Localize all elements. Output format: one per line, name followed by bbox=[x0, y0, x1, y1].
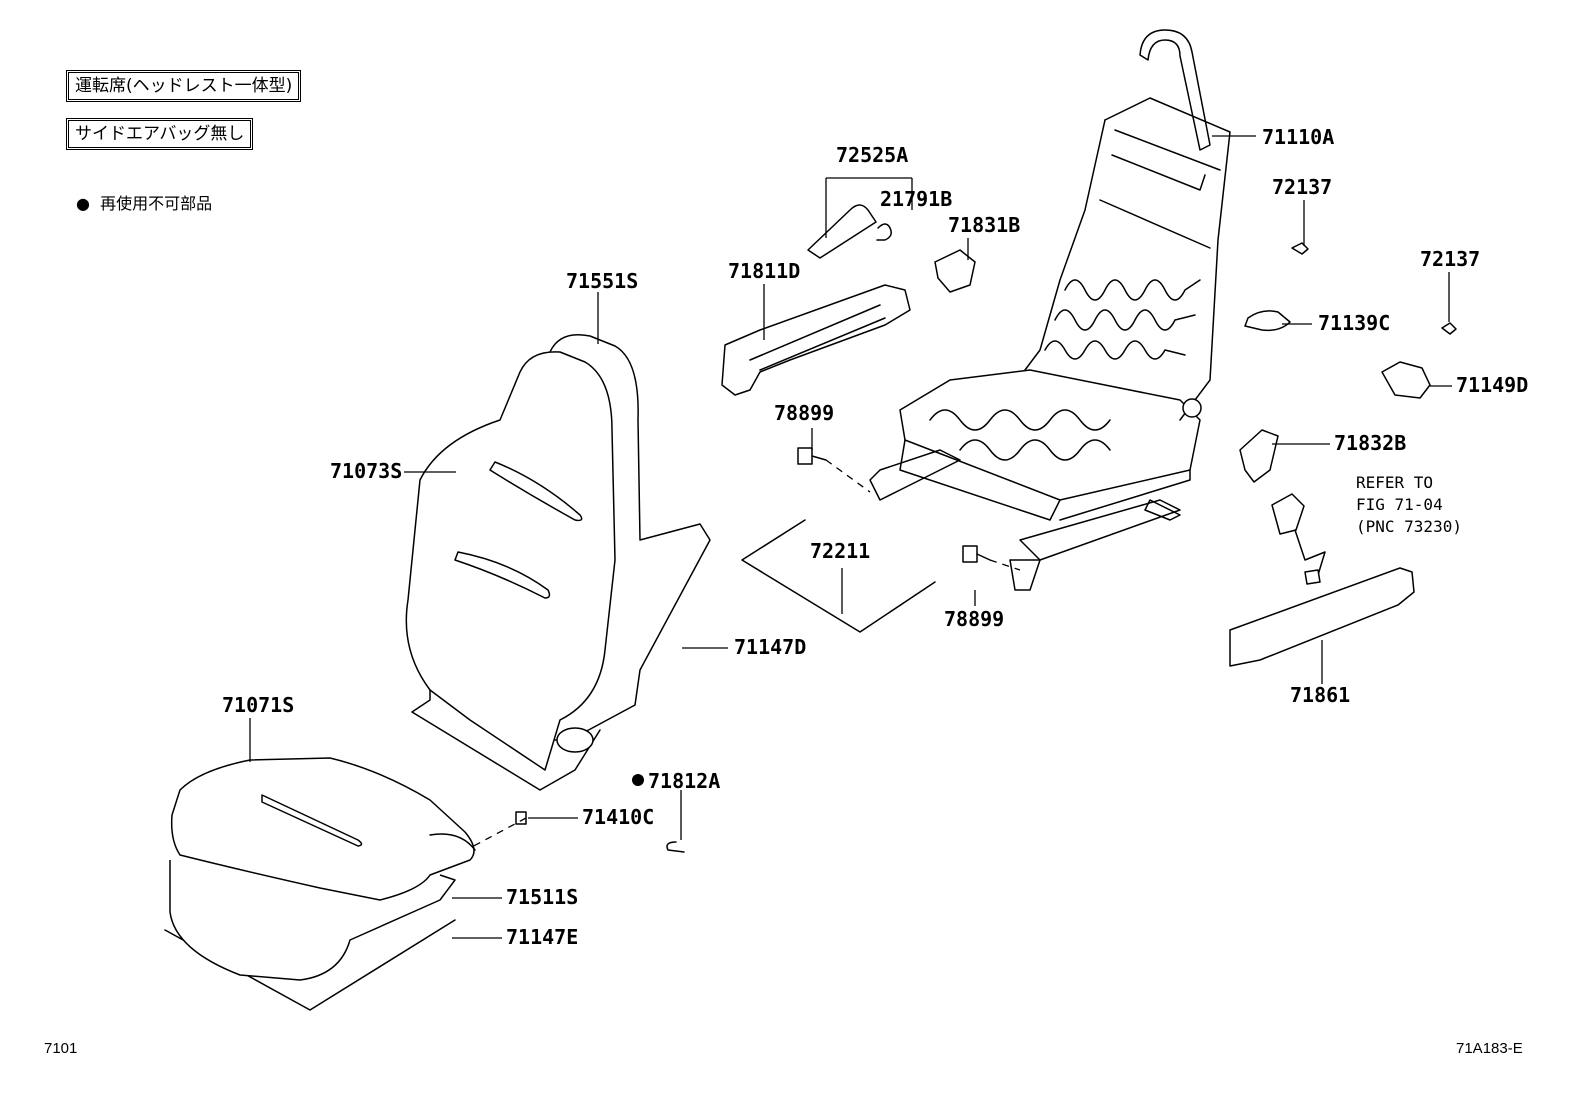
seat-cushion-drawing bbox=[164, 757, 476, 1011]
clip-part bbox=[876, 223, 892, 241]
wire-72211 bbox=[741, 519, 936, 633]
label-71861: 71861 bbox=[1290, 683, 1350, 707]
bolt-78899b bbox=[962, 545, 991, 563]
refer-line-3: (PNC 73230) bbox=[1356, 517, 1462, 536]
cover-71139c bbox=[1244, 310, 1291, 332]
label-72137-a: 72137 bbox=[1272, 175, 1332, 199]
seat-frame-drawing bbox=[869, 29, 1231, 591]
clip-71812a bbox=[666, 841, 685, 853]
refer-line-1: REFER TO bbox=[1356, 473, 1433, 492]
label-71110a: 71110A bbox=[1262, 125, 1334, 149]
label-71812a: 71812A bbox=[648, 769, 720, 793]
label-71147e: 71147E bbox=[506, 925, 578, 949]
buckle-connector bbox=[1304, 569, 1321, 585]
non-reusable-marker-icon bbox=[632, 774, 644, 786]
label-71139c: 71139C bbox=[1318, 311, 1390, 335]
driver-seat-note: 運転席(ヘッドレスト一体型) bbox=[68, 72, 300, 100]
bolt-71410c bbox=[515, 811, 527, 825]
leader-lines bbox=[249, 135, 1452, 939]
seat-back-drawing bbox=[405, 334, 711, 791]
label-78899-a: 78899 bbox=[774, 401, 834, 425]
screw-72137a bbox=[1291, 242, 1309, 255]
label-71831b: 71831B bbox=[948, 213, 1020, 237]
figure-code: 71A183-E bbox=[1456, 1040, 1523, 1057]
non-reusable-legend: ● 再使用不可部品 bbox=[76, 190, 212, 214]
label-71149d: 71149D bbox=[1456, 373, 1528, 397]
label-72137-b: 72137 bbox=[1420, 247, 1480, 271]
cover-71149d bbox=[1381, 361, 1431, 399]
shield-71811d bbox=[721, 284, 911, 396]
cover-71861 bbox=[1229, 567, 1415, 667]
label-71511s: 71511S bbox=[506, 885, 578, 909]
label-71832b: 71832B bbox=[1334, 431, 1406, 455]
non-reusable-label: 再使用不可部品 bbox=[100, 194, 213, 213]
label-72525a: 72525A bbox=[836, 143, 908, 167]
seatbelt-buckle bbox=[1271, 493, 1305, 535]
page-code: 7101 bbox=[44, 1040, 78, 1057]
bolt-78899a bbox=[797, 447, 827, 465]
bracket-71831b bbox=[934, 249, 976, 293]
cover-71832b bbox=[1239, 429, 1279, 483]
refer-line-2: FIG 71-04 bbox=[1356, 495, 1443, 514]
label-71551s: 71551S bbox=[566, 269, 638, 293]
label-71073s: 71073S bbox=[330, 459, 402, 483]
label-72211: 72211 bbox=[810, 539, 870, 563]
filled-circle-icon: ● bbox=[76, 194, 90, 213]
label-71071s: 71071S bbox=[222, 693, 294, 717]
label-78899-b: 78899 bbox=[944, 607, 1004, 631]
screw-72137b bbox=[1441, 322, 1457, 335]
label-71147d: 71147D bbox=[734, 635, 806, 659]
no-side-airbag-note: サイドエアバッグ無し bbox=[68, 120, 252, 148]
label-71811d: 71811D bbox=[728, 259, 800, 283]
seat-lever-part bbox=[807, 204, 877, 259]
label-71410c: 71410C bbox=[582, 805, 654, 829]
label-21791b: 21791B bbox=[880, 187, 952, 211]
